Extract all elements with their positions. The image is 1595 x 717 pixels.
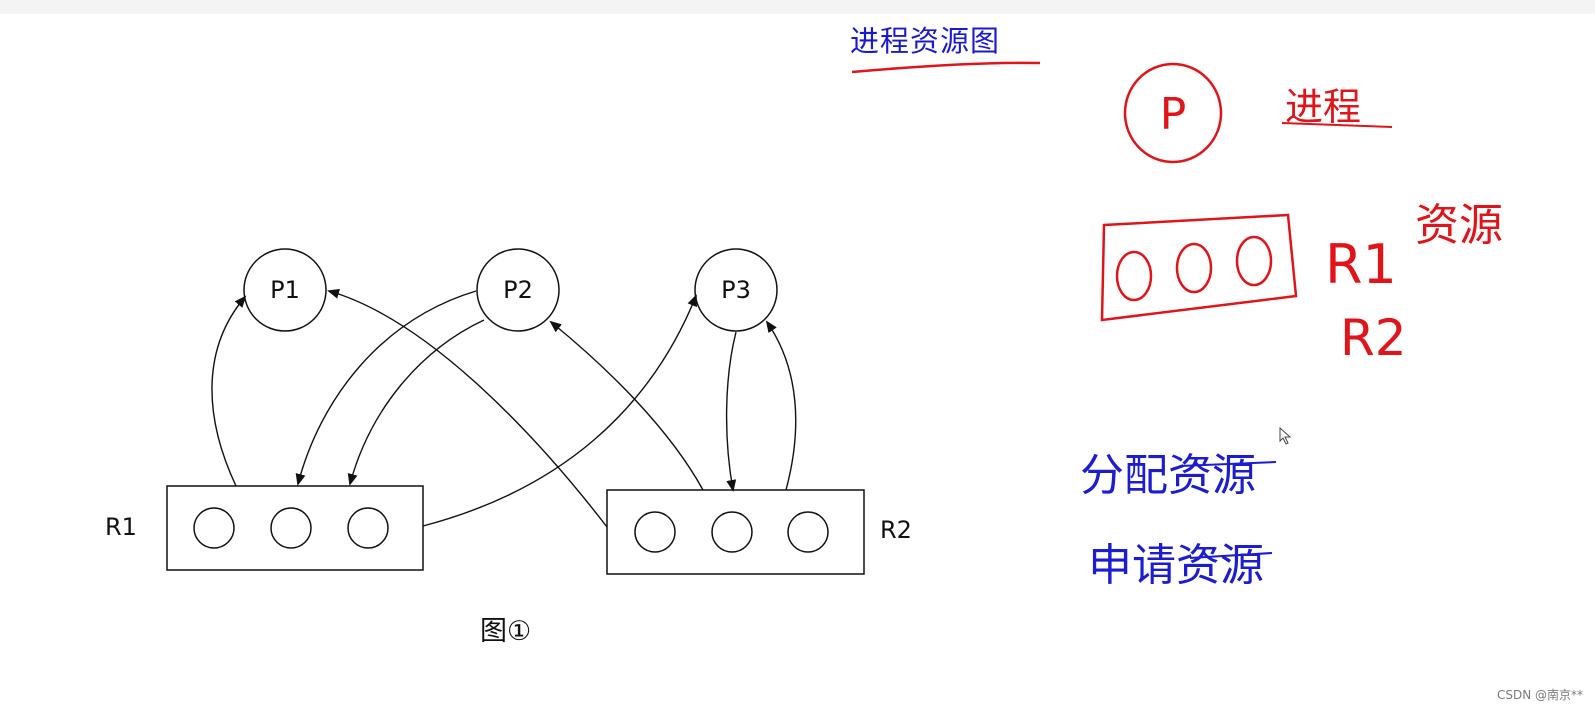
edge-r2-to-p3	[765, 320, 797, 491]
edge-r2-to-p2	[549, 320, 704, 491]
note-request: 申请资源	[1088, 540, 1264, 591]
legend-resource-label: 资源	[1415, 200, 1503, 251]
edge-r1-to-p3	[422, 294, 697, 527]
p1-label: P1	[270, 276, 300, 304]
r1-instance-2	[270, 507, 312, 549]
r1-label: R1	[105, 513, 137, 541]
cursor-icon	[1279, 426, 1292, 445]
edge-r2-to-p1	[327, 288, 608, 528]
edge-r1-to-p1	[211, 295, 247, 487]
process-node-p2: P2	[476, 248, 560, 332]
edge-p3-to-r2	[725, 331, 737, 492]
note-allocate-stroke	[1179, 461, 1277, 467]
process-node-p3: P3	[694, 248, 778, 332]
legend-resource	[1100, 213, 1298, 322]
legend-resource-r1: R1	[1325, 233, 1397, 296]
legend-process-symbol: P	[1160, 89, 1187, 140]
r2-instance-3	[787, 511, 829, 553]
r1-instance-3	[347, 507, 389, 549]
resource-node-r2	[606, 489, 865, 575]
r2-label: R2	[880, 516, 912, 544]
edge-p2-to-r1-a	[295, 290, 477, 486]
legend-resource-r2: R2	[1340, 309, 1407, 367]
r2-instance-1	[634, 511, 676, 553]
legend-process-stroke	[1281, 122, 1393, 128]
top-bar	[0, 0, 1595, 14]
page-title: 进程资源图	[850, 24, 1001, 58]
p3-label: P3	[721, 276, 751, 304]
note-allocate: 分配资源	[1080, 450, 1256, 501]
legend-process: P	[1123, 62, 1223, 164]
p2-label: P2	[503, 276, 533, 304]
legend-process-label: 进程	[1285, 85, 1361, 129]
r1-instance-1	[193, 507, 235, 549]
resource-node-r1	[166, 485, 424, 571]
note-request-stroke	[1189, 552, 1273, 559]
watermark: CSDN @南京**	[1496, 688, 1583, 702]
r2-instance-2	[711, 511, 753, 553]
title-underline	[851, 61, 1041, 74]
process-node-p1: P1	[243, 248, 327, 332]
edge-p2-to-r1-b	[347, 319, 485, 486]
figure-caption: 图①	[480, 616, 532, 647]
